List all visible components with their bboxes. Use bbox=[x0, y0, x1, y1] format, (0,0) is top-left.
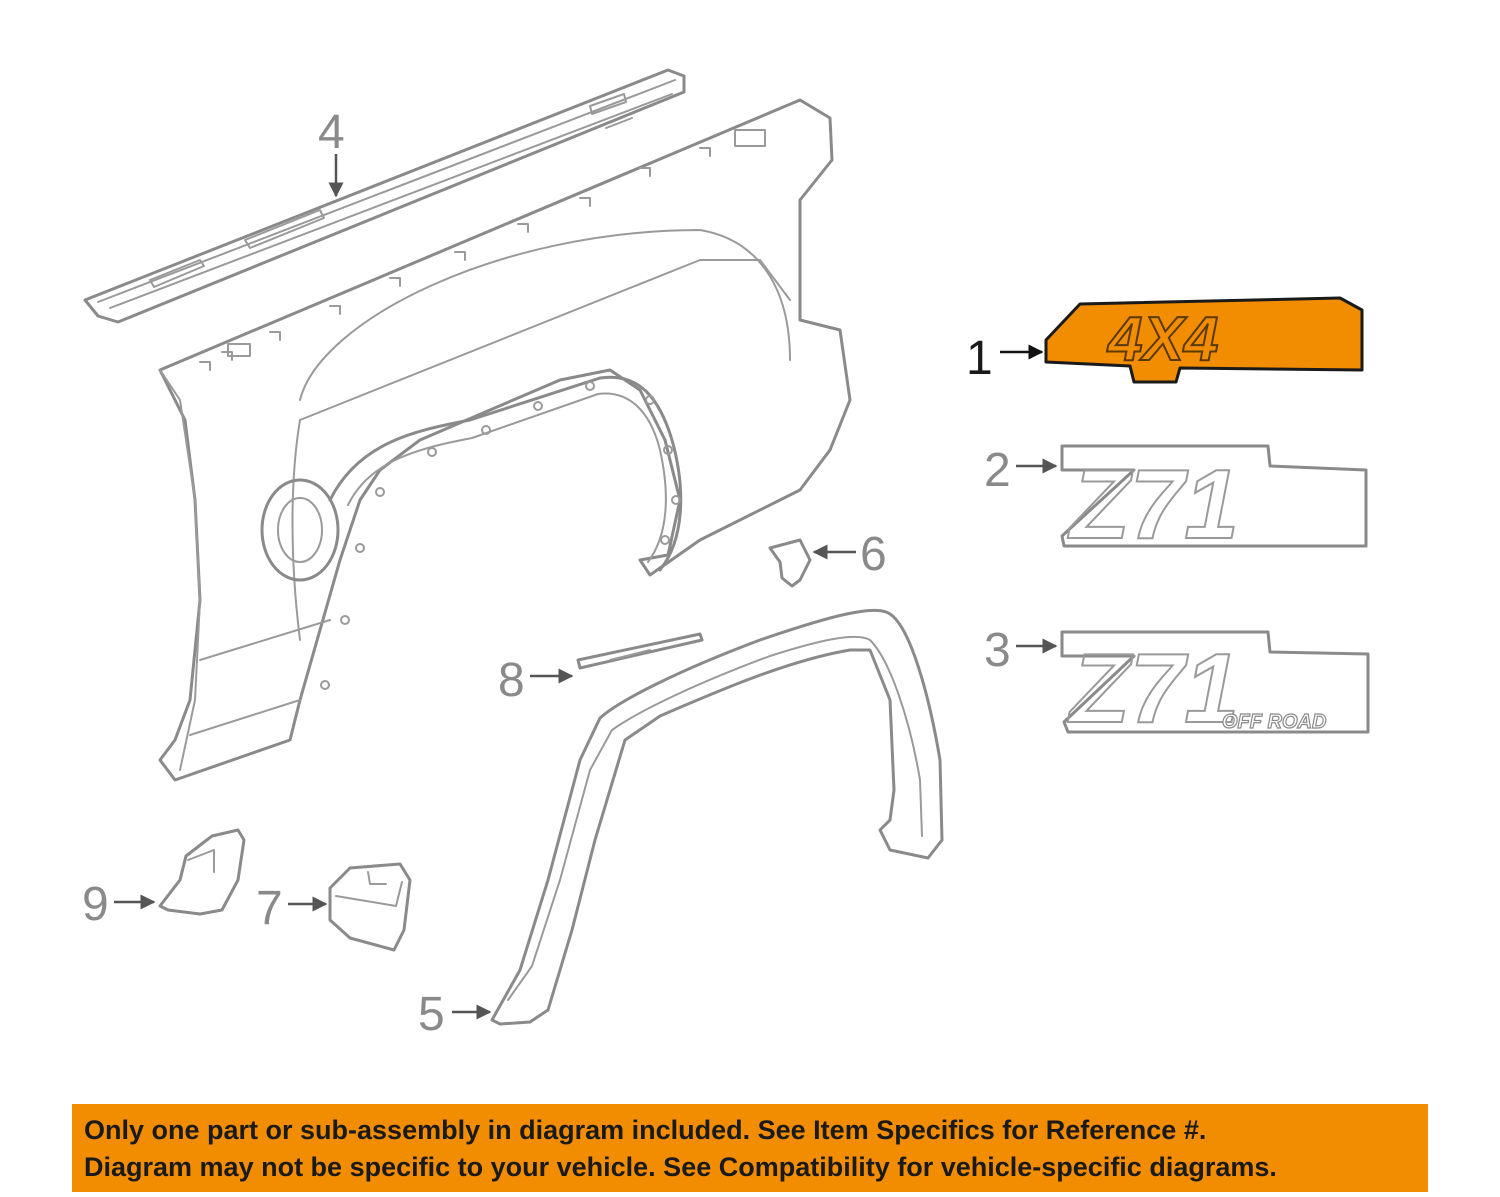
callout-5: 5 bbox=[418, 988, 492, 1041]
emblem-4x4-text: 4X4 bbox=[1106, 305, 1218, 374]
emblem-z71-text: Z71 bbox=[1067, 449, 1239, 559]
callout-number-9: 9 bbox=[82, 878, 109, 931]
callout-1: 1 bbox=[966, 332, 1044, 385]
callout-number-6: 6 bbox=[860, 528, 887, 581]
callout-3: 3 bbox=[984, 624, 1058, 677]
callout-8: 8 bbox=[498, 654, 574, 707]
disclaimer-line-2: Diagram may not be specific to your vehi… bbox=[84, 1152, 1277, 1182]
bracket-part-7 bbox=[328, 862, 412, 952]
callout-number-8: 8 bbox=[498, 654, 525, 707]
callout-number-7: 7 bbox=[256, 882, 283, 935]
disclaimer-banner: Only one part or sub-assembly in diagram… bbox=[72, 1104, 1428, 1192]
callout-4: 4 bbox=[318, 106, 345, 198]
callout-7: 7 bbox=[256, 882, 328, 935]
emblem-4x4-part: 4X4 bbox=[1044, 296, 1364, 384]
callout-6: 6 bbox=[812, 528, 887, 581]
clip-part-6 bbox=[768, 538, 812, 588]
callout-2: 2 bbox=[984, 444, 1058, 497]
callout-number-5: 5 bbox=[418, 988, 445, 1041]
callout-9: 9 bbox=[82, 878, 156, 931]
box-side-panel bbox=[158, 98, 852, 782]
emblem-off-road-subtext: OFF ROAD bbox=[1222, 711, 1326, 733]
wheel-flare-molding-part bbox=[490, 608, 944, 1026]
callout-number-2: 2 bbox=[984, 444, 1011, 497]
callout-number-3: 3 bbox=[984, 624, 1011, 677]
emblem-z71-off-road-text: Z71 bbox=[1067, 633, 1239, 743]
bracket-part-9 bbox=[158, 828, 246, 916]
callout-number-1: 1 bbox=[966, 332, 993, 385]
emblem-z71-part: Z71 bbox=[1060, 444, 1368, 560]
callout-number-4: 4 bbox=[318, 106, 345, 159]
disclaimer-line-1: Only one part or sub-assembly in diagram… bbox=[84, 1115, 1207, 1145]
bed-rail-cap-part bbox=[83, 68, 686, 324]
emblem-z71-off-road-part: Z71 OFF ROAD bbox=[1060, 630, 1370, 744]
emblem-part-8 bbox=[576, 632, 704, 670]
